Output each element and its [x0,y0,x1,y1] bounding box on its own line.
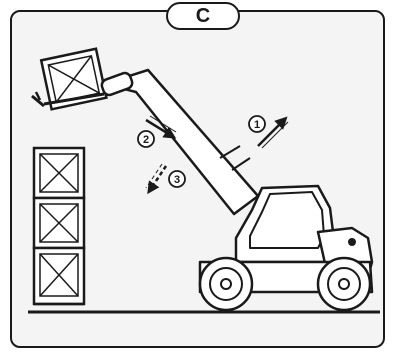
panel-label-tab: C [166,2,240,30]
step-2-number: 2 [143,134,149,146]
front-wheel [200,258,252,310]
step-3-number: 3 [174,174,180,186]
telescopic-boom [100,70,258,214]
headlight [348,238,356,246]
rear-wheel [318,258,370,310]
lifted-crate [32,49,106,110]
crate-middle [34,198,84,248]
step-1-marker: 1 [249,116,288,148]
step-3-marker: 3 [146,164,185,190]
crate-bottom [34,248,84,304]
crate-stack [34,148,84,304]
panel-label: C [196,5,210,28]
crate-top [34,148,84,198]
step-1-number: 1 [254,119,260,131]
